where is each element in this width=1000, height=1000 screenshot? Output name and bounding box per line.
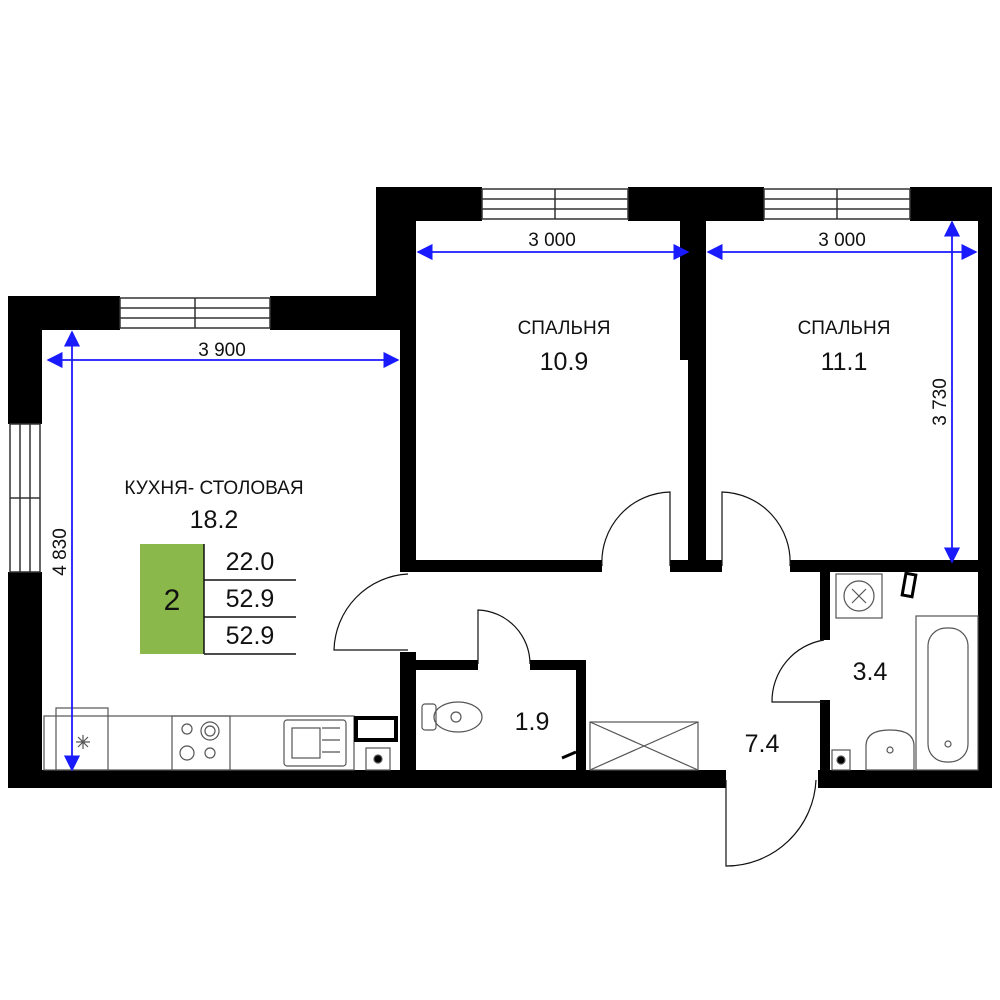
washer-small	[365, 747, 391, 771]
wall-wc-top-right	[530, 660, 586, 670]
window-bedroom-right	[763, 188, 911, 220]
wall-bedroom-right-stub	[706, 560, 722, 572]
room-name-bedroom-left: СПАЛЬНЯ	[518, 318, 611, 339]
wall-outer-left-b	[8, 572, 42, 787]
dim-bedroom-left-width: 3 000	[528, 230, 576, 251]
window-kitchen-left	[9, 423, 41, 573]
boiler	[354, 716, 398, 742]
room-area-bedroom-left: 10.9	[540, 348, 589, 376]
wall-outer-top-mid	[270, 296, 378, 330]
wall-bedroom-right-bottom	[790, 560, 980, 572]
room-area-bathroom: 3.4	[853, 658, 888, 686]
dimensions	[46, 220, 978, 772]
dimension-labels: 3 900 4 830 3 000 3 000 3 730	[50, 230, 951, 576]
wall-wc-top	[400, 660, 478, 670]
water-heater	[900, 571, 918, 599]
wall-bedrooms-divider-stub	[680, 220, 690, 360]
dim-bedroom-right-depth: 3 730	[930, 378, 951, 426]
door-entrance	[725, 779, 817, 867]
room-area-bedroom-right: 11.1	[821, 348, 868, 376]
snowflake-icon	[76, 735, 90, 749]
dim-bedroom-right-width: 3 000	[818, 230, 866, 251]
rooms-count-box	[140, 544, 204, 654]
wall-outer-top-right-b	[628, 187, 764, 221]
stove	[171, 715, 231, 771]
room-area-wc: 1.9	[515, 708, 550, 736]
wall-bedrooms-divider	[688, 220, 706, 568]
bath-socket	[831, 749, 851, 771]
window-bedroom-left	[481, 188, 629, 220]
wall-outer-right	[978, 187, 992, 787]
washbasin	[865, 729, 915, 771]
wc-hatch	[561, 750, 577, 760]
room-name-kitchen: КУХНЯ- СТОЛОВАЯ	[124, 478, 303, 499]
ventilation-shaft	[589, 721, 699, 771]
wall-bath-left-a	[820, 568, 830, 640]
door-bathroom	[771, 639, 825, 703]
room-area-kitchen: 18.2	[190, 506, 239, 534]
summary-badge: 2 22.0 52.9 52.9	[140, 544, 296, 655]
wall-kitchen-hall-lower	[400, 652, 416, 772]
bathtub	[915, 615, 979, 771]
wall-outer-left-a	[8, 296, 42, 424]
room-labels: КУХНЯ- СТОЛОВАЯ 18.2 СПАЛЬНЯ 10.9 СПАЛЬН…	[124, 318, 890, 758]
kitchen-counter	[43, 715, 355, 771]
fixtures	[43, 571, 979, 771]
door-kitchen	[333, 573, 409, 651]
door-wc	[477, 609, 531, 665]
wall-bath-left-b	[820, 700, 830, 772]
rooms-count: 2	[164, 584, 181, 617]
walls	[8, 187, 992, 788]
door-bedroom-right	[721, 491, 791, 567]
room-area-hall: 7.4	[745, 730, 780, 758]
doors	[333, 491, 825, 867]
total-area-value: 52.9	[226, 585, 275, 613]
wall-bedroom-left-bottom-stub	[670, 560, 706, 572]
door-bedroom-left	[601, 491, 671, 567]
wall-kitchen-bedroom	[400, 220, 416, 572]
fridge	[55, 707, 109, 771]
windows	[9, 188, 911, 573]
wall-wc-right	[576, 660, 586, 772]
window-kitchen-top	[119, 297, 271, 329]
total-area-value-2: 52.9	[226, 622, 275, 650]
wall-bedroom-left-bottom	[412, 560, 602, 572]
sink	[283, 719, 347, 767]
wall-outer-top-right-a	[376, 187, 482, 221]
living-area-value: 22.0	[226, 548, 275, 576]
wall-outer-bottom-right	[818, 770, 992, 788]
dim-kitchen-width: 3 900	[198, 340, 246, 361]
toilet	[421, 701, 483, 733]
washing-machine	[835, 573, 883, 619]
wall-outer-bottom-left	[8, 770, 726, 788]
room-name-bedroom-right: СПАЛЬНЯ	[798, 318, 891, 339]
dim-kitchen-depth: 4 830	[50, 528, 71, 576]
